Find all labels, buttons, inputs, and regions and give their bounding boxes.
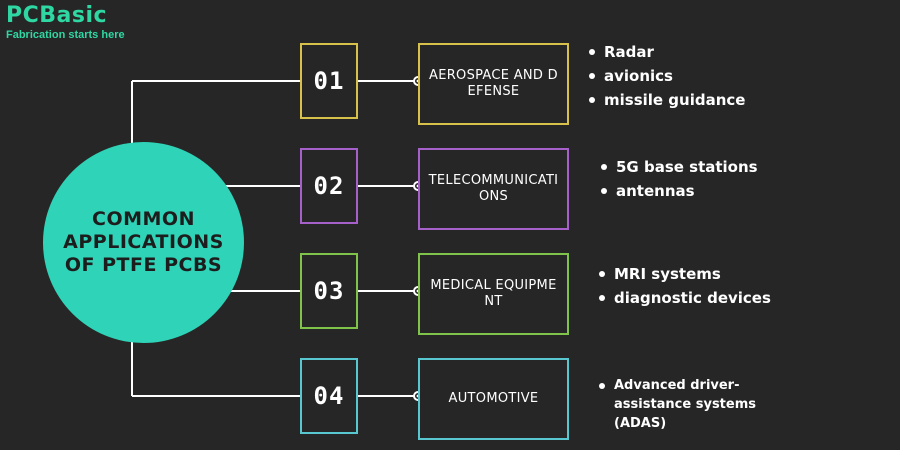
number-box-04: 04 xyxy=(300,358,358,434)
hub-title: COMMON APPLICATIONS OF PTFE PCBS xyxy=(63,208,224,276)
number-label: 02 xyxy=(313,172,345,200)
category-label: TELECOMMUNICATIONS xyxy=(428,173,559,204)
category-box-telecommunications: TELECOMMUNICATIONS xyxy=(418,148,569,230)
example-item: Radar xyxy=(588,40,818,64)
example-item: diagnostic devices xyxy=(598,286,828,310)
category-box-medical: MEDICAL EQUIPMENT xyxy=(418,253,569,335)
example-list-automotive: Advanced driver-assistance systems (ADAS… xyxy=(598,376,783,433)
logo-tagline: Fabrication starts here xyxy=(6,29,125,41)
number-label: 01 xyxy=(313,67,345,95)
number-label: 03 xyxy=(313,277,345,305)
category-box-aerospace: AEROSPACE AND DEFENSE xyxy=(418,43,569,125)
example-item: avionics xyxy=(588,64,818,88)
example-item: missile guidance xyxy=(588,88,818,112)
example-list-medical: MRI systems diagnostic devices xyxy=(598,262,828,310)
number-box-03: 03 xyxy=(300,253,358,329)
example-item: antennas xyxy=(600,179,830,203)
category-label: AUTOMOTIVE xyxy=(448,391,539,406)
hub-circle: COMMON APPLICATIONS OF PTFE PCBS xyxy=(43,142,244,343)
number-box-02: 02 xyxy=(300,148,358,224)
example-item: MRI systems xyxy=(598,262,828,286)
example-item: Advanced driver-assistance systems (ADAS… xyxy=(598,376,783,433)
number-box-01: 01 xyxy=(300,43,358,119)
category-box-automotive: AUTOMOTIVE xyxy=(418,358,569,440)
example-item: 5G base stations xyxy=(600,155,830,179)
number-label: 04 xyxy=(313,382,345,410)
example-list-aerospace: Radar avionics missile guidance xyxy=(588,40,818,112)
category-label: MEDICAL EQUIPMENT xyxy=(430,278,557,309)
example-list-telecommunications: 5G base stations antennas xyxy=(600,155,830,203)
logo-brand: PCBasic xyxy=(6,3,108,28)
category-label: AEROSPACE AND DEFENSE xyxy=(429,68,558,99)
pcbasic-logo: PCBasic Fabrication starts here xyxy=(6,4,125,42)
